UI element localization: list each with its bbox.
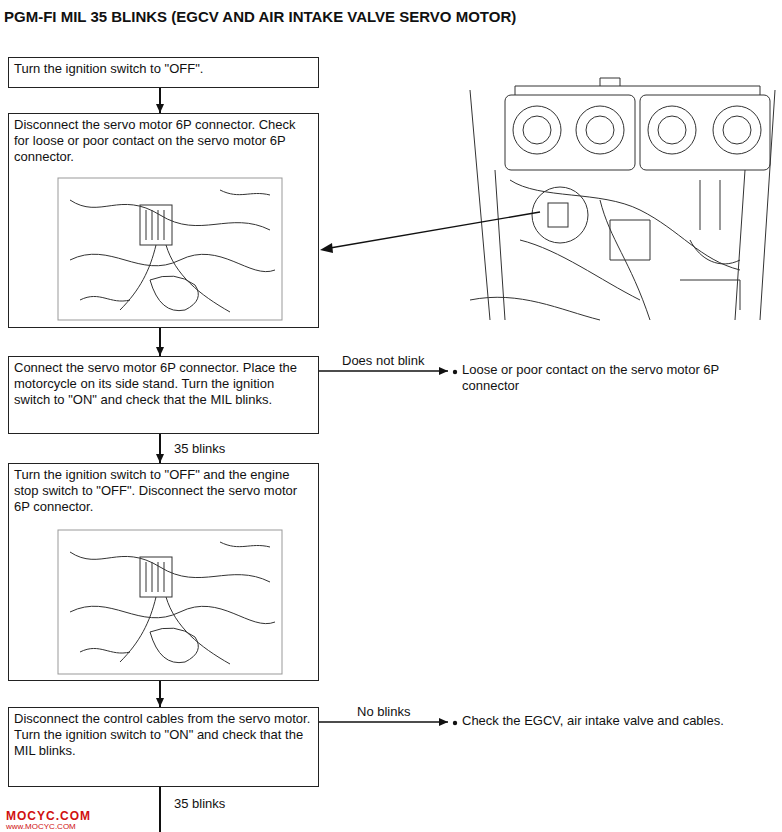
edge-label: No blinks — [355, 704, 412, 719]
step-text: Connect the servo motor 6P connector. Pl… — [9, 357, 318, 411]
edge-label: Does not blink — [340, 353, 426, 368]
watermark: www.MOCYC.COM — [4, 822, 78, 831]
process-box: Disconnect the control cables from the s… — [8, 707, 319, 787]
leader-arrow — [320, 212, 540, 253]
edge-label: 35 blinks — [172, 441, 227, 456]
flow-arrow — [156, 88, 164, 113]
continuation-line — [160, 787, 161, 832]
step-text: Disconnect the control cables from the s… — [9, 708, 318, 762]
process-box: Connect the servo motor 6P connector. Pl… — [8, 356, 319, 434]
step-text: Disconnect the servo motor 6P connector.… — [9, 114, 318, 168]
title: PGM-FI MIL 35 BLINKS (EGCV AND AIR INTAK… — [4, 8, 516, 25]
watermark: MOCYC.COM — [4, 809, 93, 824]
connector-illustration — [58, 178, 282, 320]
flow-arrow — [156, 328, 164, 356]
flow-arrow — [319, 718, 448, 726]
result-text: Loose or poor contact on the servo motor… — [460, 362, 776, 400]
bullet — [453, 370, 457, 725]
process-box: Turn the ignition switch to "OFF" and th… — [8, 463, 319, 681]
flow-arrow — [156, 434, 164, 463]
step-text: Loose or poor contact on the servo motor… — [460, 362, 776, 394]
process-box: Turn the ignition switch to "OFF". — [8, 57, 319, 88]
result-text: Check the EGCV, air intake valve and cab… — [460, 713, 776, 735]
step-text: Turn the ignition switch to "OFF" and th… — [9, 464, 318, 518]
engine-illustration — [470, 78, 775, 320]
connector-illustration — [58, 530, 282, 674]
step-text: Check the EGCV, air intake valve and cab… — [460, 713, 776, 729]
flow-arrow — [156, 681, 164, 707]
flow-label: 35 blinks — [172, 796, 227, 811]
step-text: Turn the ignition switch to "OFF". — [9, 58, 318, 80]
process-box: Disconnect the servo motor 6P connector.… — [8, 113, 319, 328]
flow-arrow — [319, 367, 448, 375]
